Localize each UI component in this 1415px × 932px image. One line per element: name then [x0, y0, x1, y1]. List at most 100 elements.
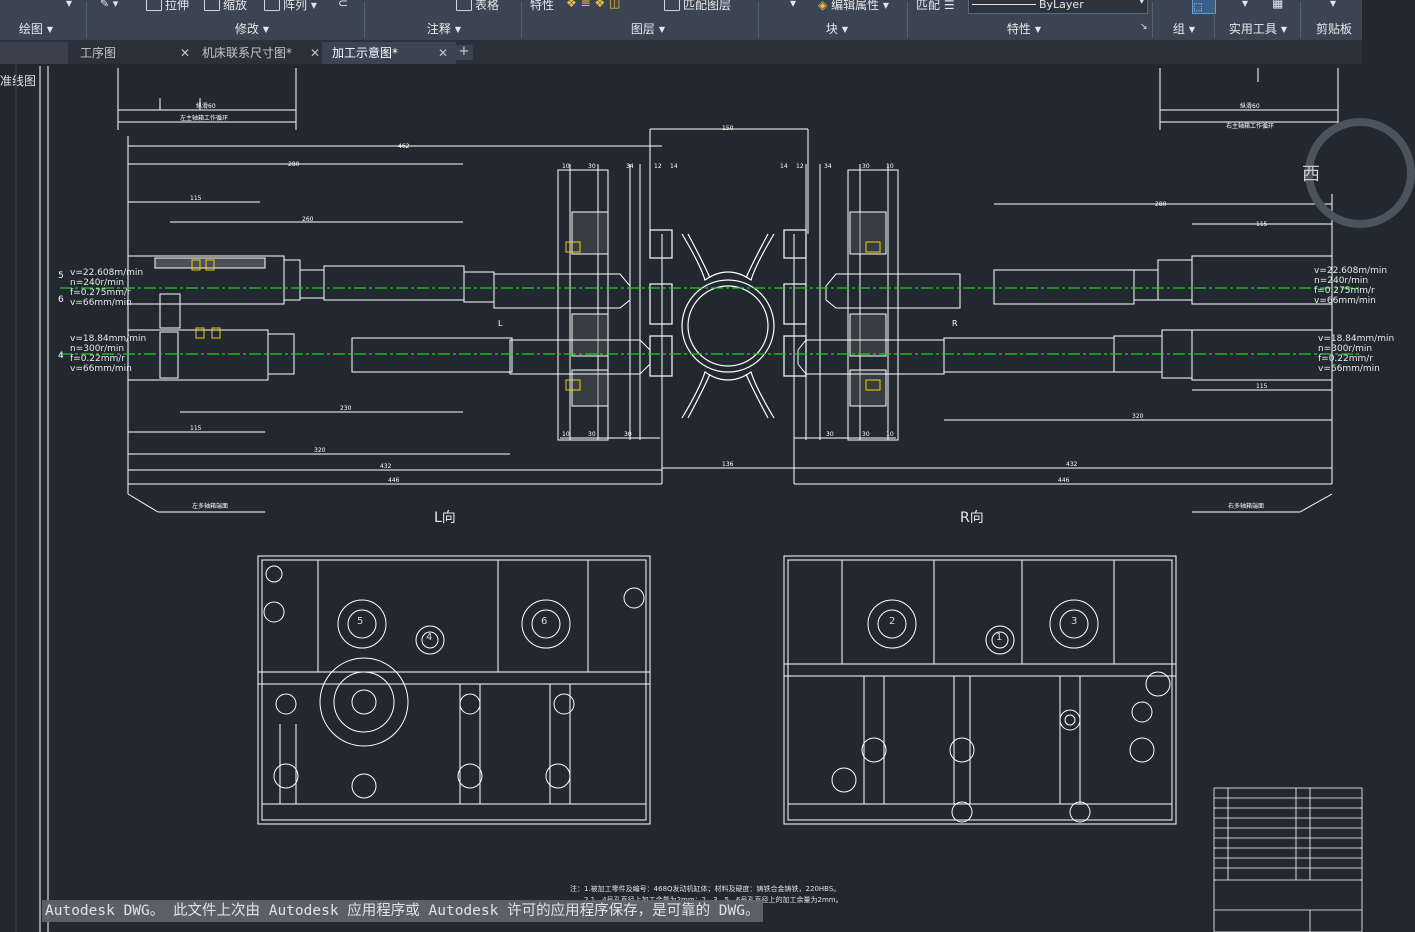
dim-115-lower: 115	[190, 425, 202, 432]
chevron-down-icon: ▼	[841, 25, 849, 34]
dim-150: 150	[722, 125, 734, 132]
viewport-label[interactable]: 准线图	[0, 74, 37, 88]
tab-label: 加工示意图*	[332, 46, 399, 60]
panel-clipboard[interactable]: 剪贴板	[1310, 20, 1358, 38]
dim-14-right: 14	[780, 163, 788, 170]
array-button[interactable]: 阵列 ▾	[264, 0, 317, 13]
dim-280-right: 280	[1155, 201, 1167, 208]
stretch-button[interactable]: 拉伸	[146, 0, 189, 13]
dim-280: 280	[288, 161, 300, 168]
separator	[86, 2, 87, 38]
panel-properties[interactable]: 特性▼	[994, 20, 1054, 38]
utilities-overflow[interactable]: ▾	[1242, 0, 1248, 10]
dim-10-lower: 10	[562, 431, 570, 438]
panel-draw-label: 绘图	[18, 22, 43, 36]
close-icon[interactable]: ✕	[309, 46, 320, 60]
close-icon[interactable]: ✕	[437, 46, 448, 60]
panel-layers-label: 图层	[630, 22, 655, 36]
headstock-right	[805, 164, 899, 441]
close-icon[interactable]: ✕	[179, 46, 190, 60]
dim-320: 320	[314, 447, 326, 454]
properties-label: 特性	[530, 0, 555, 12]
dim-260: 260	[302, 216, 314, 223]
match-layer-button[interactable]: 匹配图层	[664, 0, 731, 13]
dim-34-right: 34	[824, 163, 832, 170]
dim-432: 432	[380, 463, 392, 470]
panel-layers[interactable]: 图层▼	[618, 20, 678, 38]
panel-clipboard-label: 剪贴板	[1315, 22, 1352, 36]
param-feedrate: v=66mm/min	[1314, 296, 1376, 306]
ribbon-tool-button[interactable]: ✎ ▾	[100, 0, 118, 10]
panel-groups[interactable]: 组▼	[1164, 20, 1204, 38]
chevron-down-icon: ▾	[1139, 0, 1144, 7]
param-rpm: n=300r/min	[70, 344, 125, 354]
spindle-right-top	[825, 255, 1333, 309]
table-button[interactable]: 表格	[456, 0, 499, 13]
param-feed: f=0.22mm/r	[1318, 354, 1374, 364]
layer-tools[interactable]: ❖ ≡ ❖ ◫	[566, 0, 620, 10]
dim-115-right: 115	[1256, 221, 1268, 228]
separator	[521, 2, 522, 38]
calc-button[interactable]: ▦	[1272, 0, 1283, 10]
tab-label: 机床联系尺寸图*	[202, 46, 293, 60]
panel-annotate-label: 注释	[426, 22, 451, 36]
array-icon	[264, 0, 280, 11]
panel-draw[interactable]: 绘图▼	[6, 20, 66, 38]
work-cycle-right	[1159, 68, 1339, 130]
panel-block[interactable]: 块▼	[812, 20, 862, 38]
clipboard-overflow[interactable]: ▾	[1330, 0, 1336, 10]
edit-attribute-icon: ◈	[818, 0, 828, 12]
match-label: 匹配	[916, 0, 941, 12]
block-overflow[interactable]: ▾	[790, 0, 796, 10]
mirror-button[interactable]: ⊂	[338, 0, 348, 10]
face-label: 5	[357, 616, 364, 627]
marker-l: L	[498, 319, 503, 328]
match-properties-button[interactable]: 匹配 ☰	[916, 0, 955, 13]
properties-launcher[interactable]: ↘	[1140, 22, 1148, 32]
panel-utilities-label: 实用工具	[1228, 22, 1277, 36]
layer-properties-button[interactable]: 特性	[530, 0, 554, 13]
viewcube-ring[interactable]	[1305, 118, 1415, 228]
cad-drawing[interactable]: 462 280 115 260 150 280 115 230 115 320 …	[0, 64, 1363, 932]
param-feedrate: v=66mm/min	[1318, 364, 1380, 374]
tab-label: 工序图	[80, 46, 117, 60]
workpiece-section	[649, 229, 807, 419]
ribbon-overflow-button[interactable]: ▾	[66, 0, 72, 10]
param-rpm: n=240r/min	[70, 278, 125, 288]
tab-start[interactable]	[0, 42, 68, 64]
tool-icon: ✎ ▾	[100, 0, 119, 10]
dim-14: 14	[670, 163, 678, 170]
chevron-down-icon: ▼	[1034, 25, 1042, 34]
separator	[1300, 2, 1301, 38]
view-label-l: L向	[434, 510, 456, 526]
face-label: 3	[1071, 616, 1078, 627]
tab-process-drawing[interactable]: 工序图 ✕	[70, 42, 198, 64]
dim-320-right: 320	[1132, 413, 1144, 420]
panel-modify[interactable]: 修改▼	[222, 20, 282, 38]
param-speed: v=18.84mm/min	[70, 334, 147, 344]
file-tab-bar: 工序图 ✕ 机床联系尺寸图* ✕ 加工示意图* ✕	[0, 40, 1362, 64]
new-tab-button[interactable]: +	[455, 45, 473, 60]
spindle-left-bottom	[127, 329, 651, 381]
dim-230: 230	[340, 405, 352, 412]
face-label: 2	[889, 616, 896, 627]
compass-west-label[interactable]: 西	[1302, 164, 1320, 185]
panel-annotate[interactable]: 注释▼	[414, 20, 474, 38]
params-right-top: v=22.608m/min n=240r/min f=0.275mm/r v=6…	[1314, 266, 1387, 306]
panel-utilities[interactable]: 实用工具▼	[1222, 20, 1294, 38]
face-view-left	[257, 555, 651, 825]
dim-30-lower-right: 30	[826, 431, 834, 438]
marker-r: R	[952, 319, 958, 328]
dim-462: 462	[398, 143, 410, 150]
tab-machining-diagram[interactable]: 加工示意图* ✕	[322, 42, 456, 64]
center-lines	[60, 287, 1360, 355]
group-select-button[interactable]: ⬚	[1192, 0, 1216, 14]
scale-button[interactable]: 缩放	[204, 0, 247, 13]
tab-machine-dimensions[interactable]: 机床联系尺寸图* ✕	[192, 42, 328, 64]
edit-attribute-button[interactable]: ◈ 编辑属性 ▾	[818, 0, 889, 12]
linetype-dropdown[interactable]: ByLayer ▾	[968, 0, 1148, 14]
ribbon: ▾ ✎ ▾ 拉伸 缩放 阵列 ▾ ⊂ 表格 特性 ❖ ≡ ❖ ◫ 匹配图层 ▾ …	[0, 0, 1362, 41]
dim-30-lower-b: 30	[624, 431, 632, 438]
layer-tools-icon: ❖ ≡ ❖ ◫	[566, 0, 621, 10]
caption-right: 右主轴箱工作循环	[1226, 122, 1274, 130]
